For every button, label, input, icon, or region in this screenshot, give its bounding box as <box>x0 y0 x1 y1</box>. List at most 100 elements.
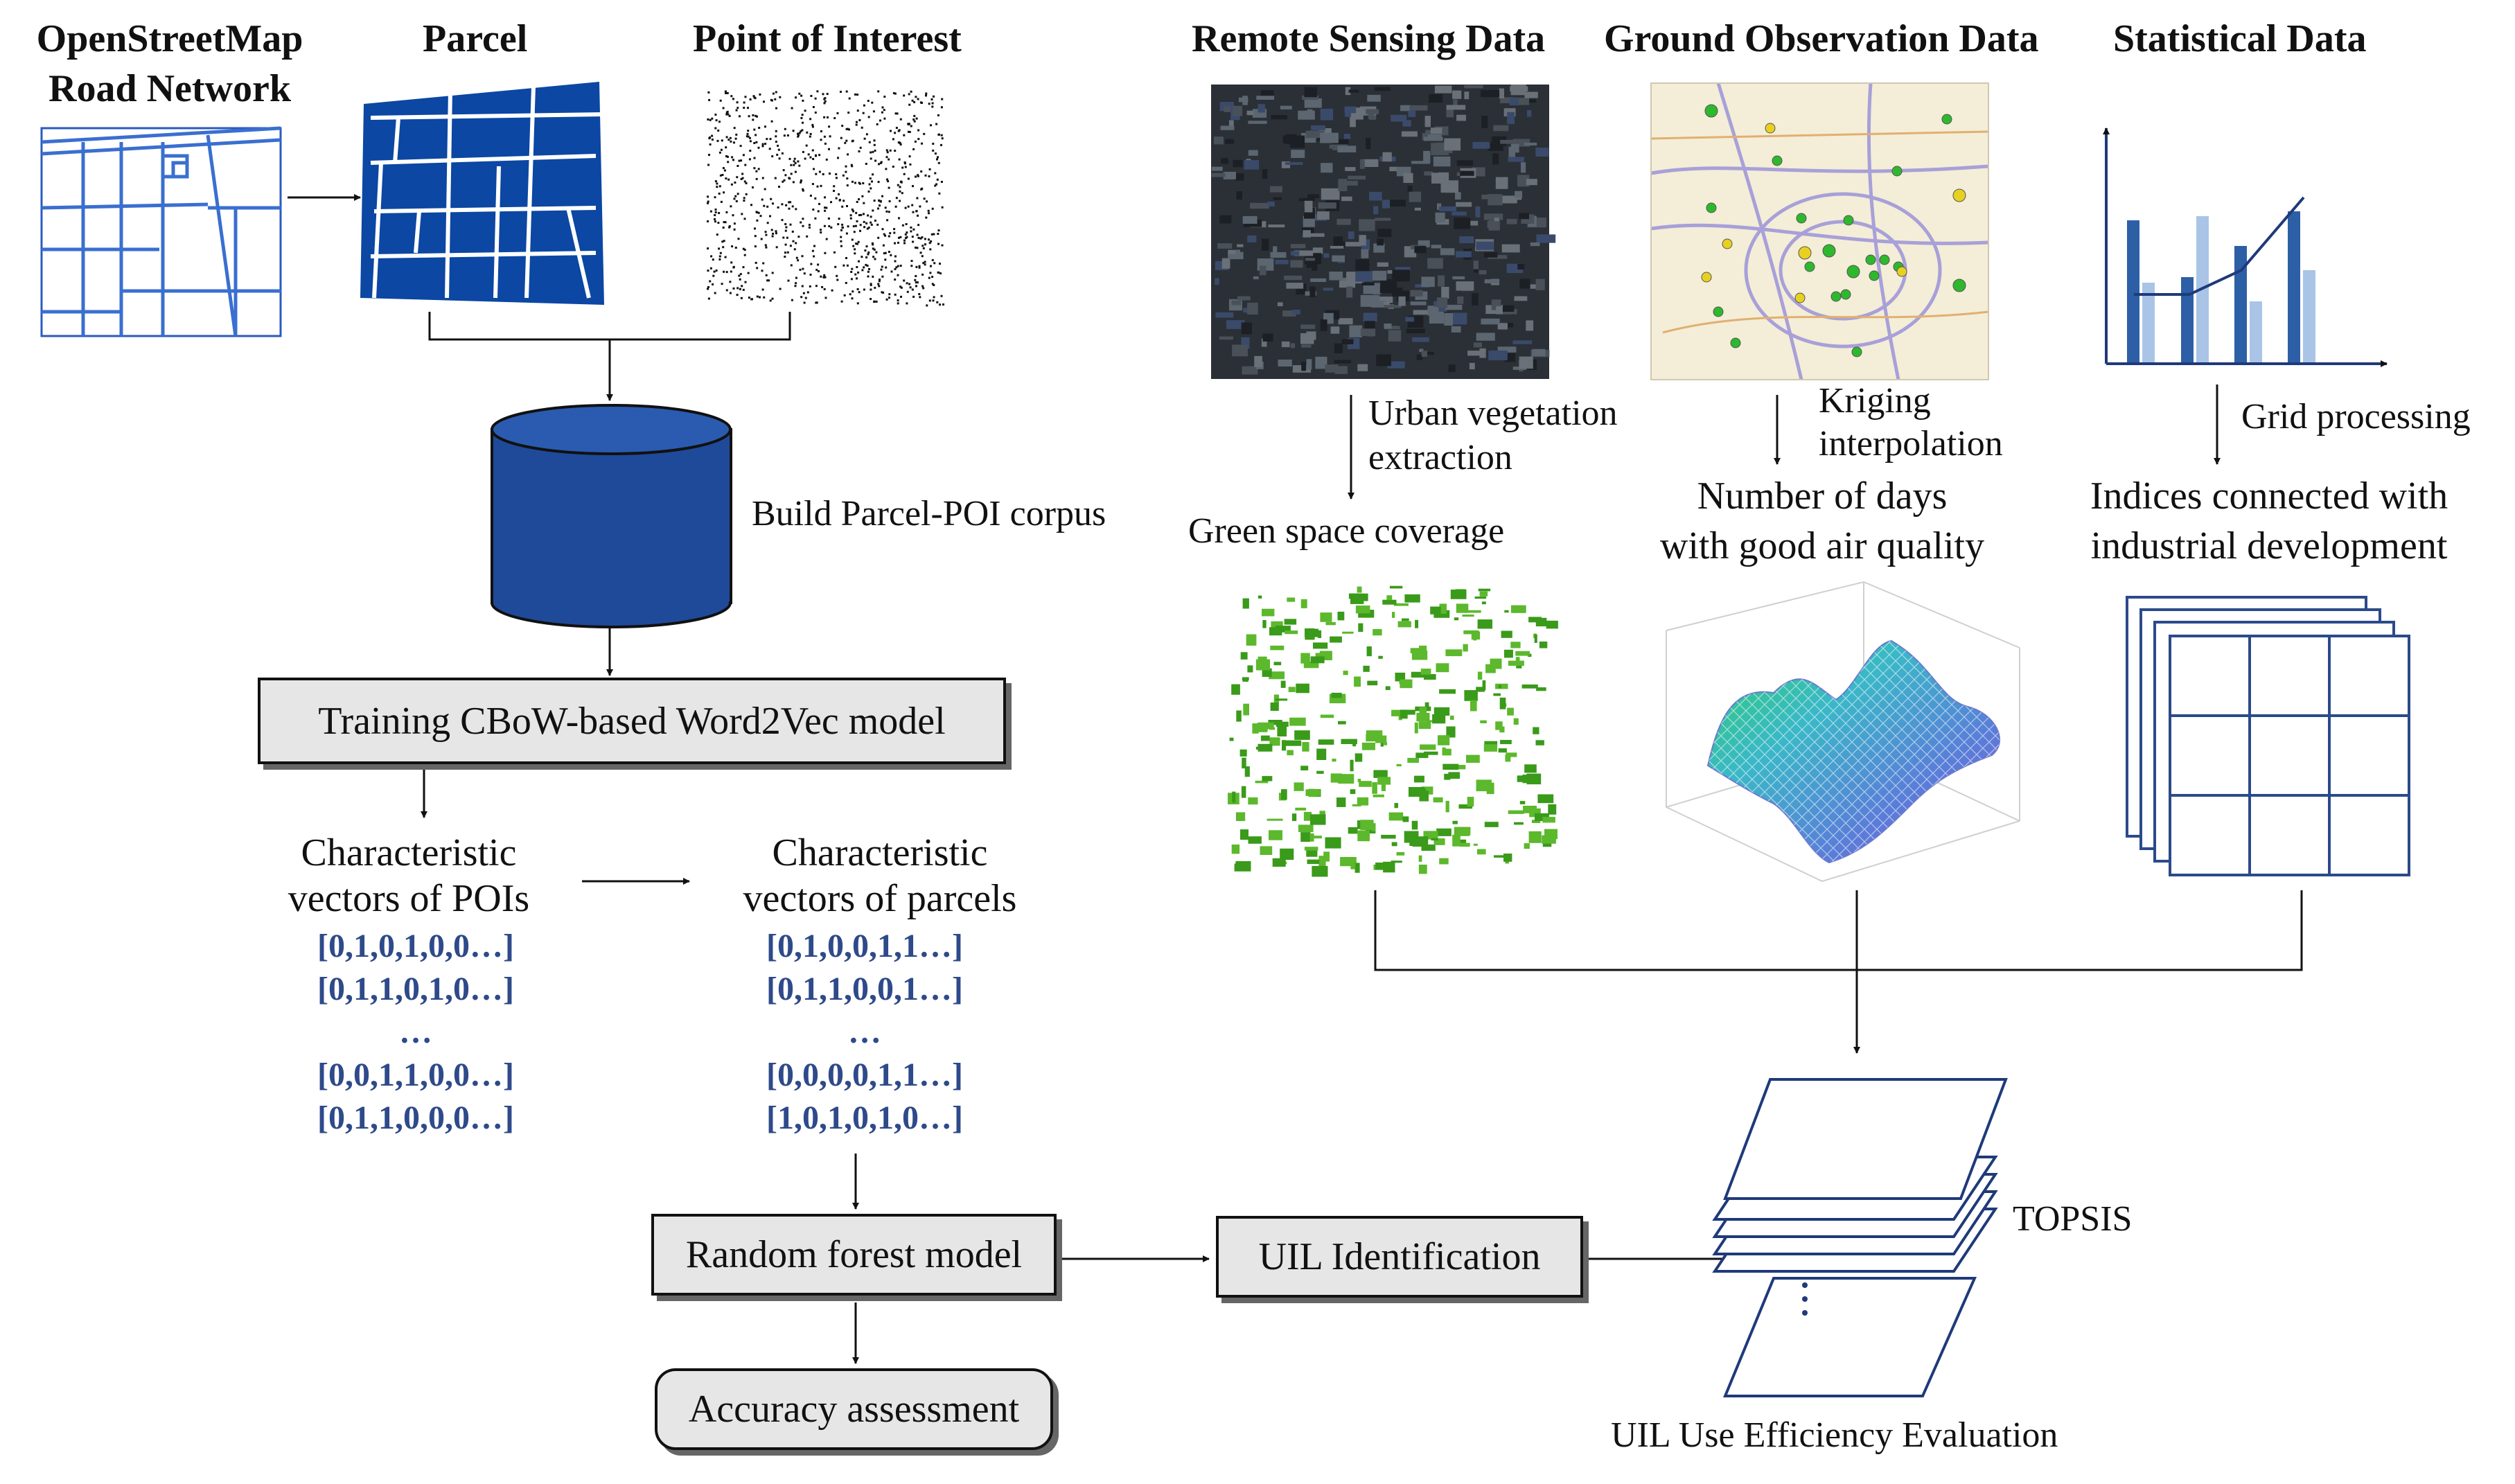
green-patch <box>1366 646 1372 657</box>
remote-sensing-texture <box>1333 236 1343 249</box>
poi-point <box>824 100 827 103</box>
poi-point <box>878 199 881 202</box>
poi-point <box>784 223 787 225</box>
poi-point <box>760 238 763 240</box>
poi-point <box>822 276 825 279</box>
poi-point <box>722 227 725 229</box>
poi-point <box>733 141 735 144</box>
remote-sensing-texture <box>1270 251 1287 258</box>
poi-point <box>730 270 732 273</box>
poi-point <box>804 297 807 299</box>
poi-point <box>783 134 786 137</box>
green-patch <box>1260 735 1270 741</box>
green-patch <box>1505 754 1511 762</box>
green-patch <box>1352 804 1361 806</box>
poi-point <box>847 225 849 228</box>
remote-sensing-texture <box>1517 263 1525 270</box>
poi-point <box>879 279 881 281</box>
poi-point <box>707 202 709 204</box>
remote-sensing-texture <box>1433 156 1451 167</box>
poi-point <box>916 197 919 200</box>
green-patch <box>1235 812 1246 822</box>
poi-point <box>739 278 741 281</box>
poi-point <box>867 275 870 278</box>
poi-point <box>818 202 820 205</box>
efficiency-evaluation-label: UIL Use Efficiency Evaluation <box>1611 1415 2058 1455</box>
poi-point <box>811 149 814 152</box>
green-patch <box>1407 709 1415 715</box>
green-patch <box>1463 644 1468 652</box>
poi-point <box>711 117 714 120</box>
poi-point <box>736 165 739 167</box>
poi-point <box>733 222 736 225</box>
poi-point <box>817 263 820 266</box>
green-patch <box>1310 814 1326 825</box>
observation-station <box>1952 188 1966 202</box>
poi-point <box>856 266 858 268</box>
remote-sensing-texture <box>1456 202 1472 207</box>
poi-point <box>885 168 888 170</box>
poi-point <box>840 91 842 93</box>
poi-point <box>753 167 756 170</box>
observation-station <box>1704 104 1718 118</box>
observation-station <box>1713 306 1724 317</box>
poi-point <box>823 102 826 105</box>
poi-point <box>730 95 733 98</box>
poi-point <box>881 291 883 294</box>
poi-point <box>763 296 766 299</box>
green-patch <box>1275 698 1288 701</box>
remote-sensing-texture <box>1215 312 1234 318</box>
remote-sensing-texture <box>1372 270 1387 281</box>
remote-sensing-texture <box>1270 186 1282 193</box>
remote-sensing-texture <box>1473 342 1482 348</box>
remote-sensing-texture <box>1334 366 1348 374</box>
poi-point <box>725 146 727 149</box>
observation-station <box>1830 291 1842 302</box>
observation-station <box>1941 114 1952 125</box>
green-patch <box>1366 730 1383 740</box>
green-patch <box>1330 773 1342 783</box>
poi-point <box>725 271 728 274</box>
poi-point <box>919 205 921 208</box>
poi-point <box>850 164 853 166</box>
poi-point <box>765 274 768 276</box>
remote-sensing-texture <box>1431 173 1447 184</box>
poi-point <box>797 160 800 163</box>
poi-point <box>739 273 742 276</box>
poi-point <box>775 230 777 233</box>
remote-sensing-texture <box>1312 263 1318 271</box>
poi-point <box>835 177 838 179</box>
poi-point <box>785 204 788 206</box>
poi-point <box>899 200 901 202</box>
remote-sensing-texture <box>1384 305 1402 308</box>
remote-sensing-texture <box>1363 312 1377 322</box>
green-patch <box>1542 817 1555 823</box>
poi-point <box>720 200 723 203</box>
green-patch <box>1507 707 1514 716</box>
observation-station <box>1851 346 1862 357</box>
remote-sensing-texture <box>1455 192 1461 200</box>
green-patch <box>1341 739 1357 744</box>
remote-sensing-texture <box>1248 121 1267 124</box>
poi-point <box>823 116 826 118</box>
poi-point <box>749 150 752 152</box>
poi-point <box>742 266 745 269</box>
poi-point <box>754 227 756 230</box>
poi-point <box>872 209 874 212</box>
remote-sensing-texture <box>1500 139 1519 144</box>
remote-sensing-texture <box>1241 322 1252 335</box>
poi-point <box>841 223 844 226</box>
poi-point <box>709 280 712 283</box>
poi-point <box>794 170 797 173</box>
poi-point <box>880 268 883 271</box>
green-patch <box>1300 766 1309 770</box>
remote-sensing-texture <box>1341 196 1352 202</box>
poi-point <box>854 224 857 227</box>
green-patch <box>1393 603 1409 606</box>
road-network-map <box>40 126 282 337</box>
poi-point <box>829 135 831 138</box>
poi-point <box>937 114 939 116</box>
remote-sensing-texture <box>1410 301 1427 306</box>
poi-point <box>788 177 791 179</box>
green-patch <box>1433 797 1443 803</box>
